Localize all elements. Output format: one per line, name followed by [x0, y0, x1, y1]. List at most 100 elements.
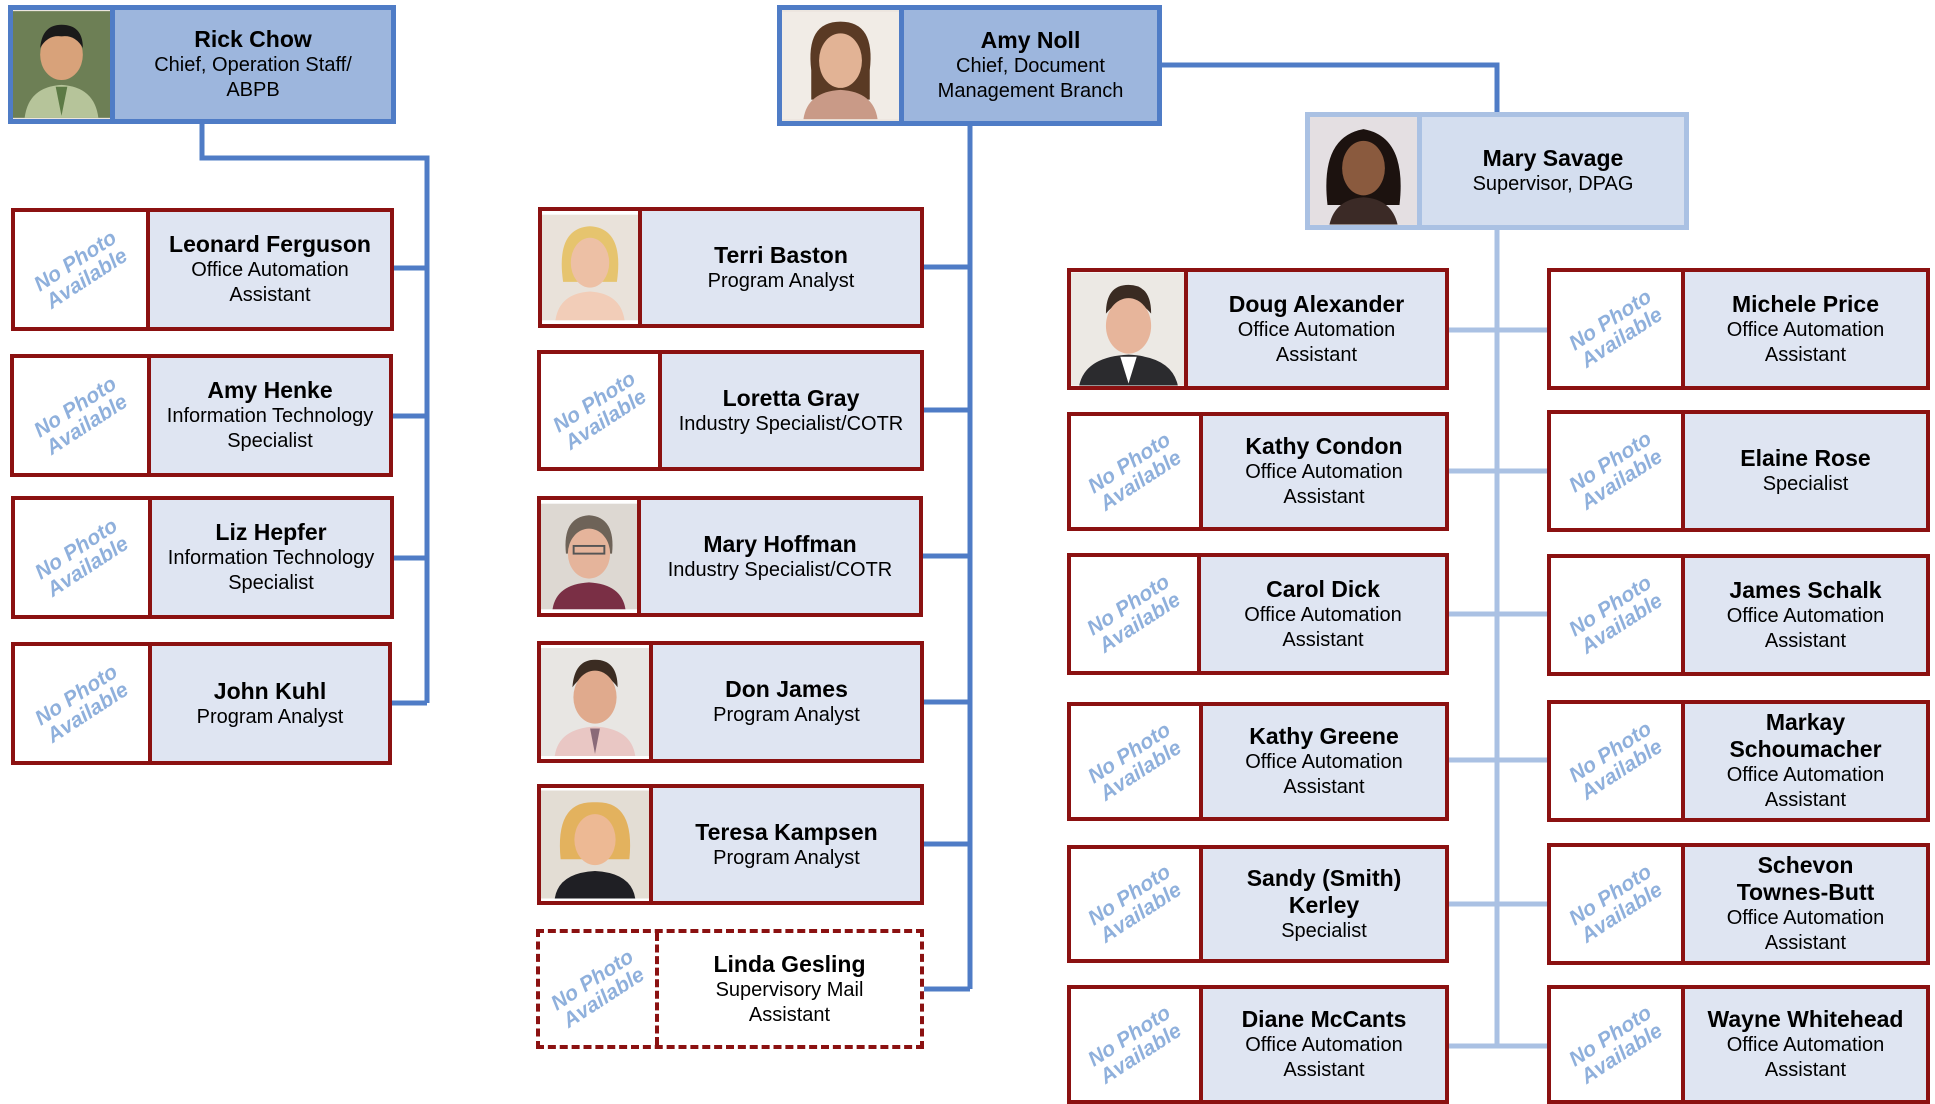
person-title: Office Automation Assistant	[1726, 1034, 1885, 1081]
no-photo-placeholder: No Photo Available	[540, 933, 659, 1045]
no-photo-placeholder: No Photo Available	[15, 212, 150, 327]
person-info: Linda Gesling Supervisory Mail Assistant	[659, 933, 920, 1045]
portrait-image	[1310, 117, 1417, 225]
person-info: Terri Baston Program Analyst	[642, 211, 920, 324]
person-info: Kathy Greene Office Automation Assistant	[1203, 706, 1445, 817]
person-title: Office Automation Assistant	[1244, 603, 1402, 651]
person-name: Sandy (Smith) Kerley	[1246, 864, 1402, 918]
no-photo-label: No Photo Available	[1564, 860, 1667, 948]
person-name: Liz Hepfer	[215, 519, 327, 545]
no-photo-label: No Photo Available	[30, 513, 133, 602]
person-photo	[541, 788, 653, 901]
person-title: Program Analyst	[196, 705, 344, 728]
amy-to-supervisor-line	[1160, 62, 1500, 112]
no-photo-placeholder: No Photo Available	[1551, 989, 1685, 1100]
person-info: Leonard Ferguson Office Automation Assis…	[150, 212, 390, 327]
person-name: Terri Baston	[714, 241, 848, 268]
person-card: No Photo Available Loretta Gray Industry…	[537, 350, 924, 471]
person-title: Office Automation Assistant	[1726, 318, 1885, 366]
person-info: Mary Savage Supervisor, DPAG	[1422, 117, 1684, 225]
person-photo	[1071, 272, 1188, 386]
person-name: Mary Savage	[1482, 145, 1624, 171]
person-photo	[782, 10, 904, 121]
rick-trunk-line	[199, 124, 430, 703]
person-title: Chief, Operation Staff/ ABPB	[154, 54, 352, 101]
person-name: Diane McCants	[1241, 1006, 1407, 1032]
person-info: Teresa Kampsen Program Analyst	[653, 788, 920, 901]
person-info: John Kuhl Program Analyst	[152, 646, 388, 761]
person-info: Loretta Gray Industry Specialist/COTR	[662, 354, 920, 467]
no-photo-label: No Photo Available	[546, 945, 649, 1033]
person-title: Chief, Document Management Branch	[937, 55, 1124, 102]
person-name: Amy Noll	[980, 27, 1081, 53]
person-title: Office Automation Assistant	[1726, 764, 1885, 811]
person-name: Amy Henke	[207, 377, 333, 403]
person-info: Kathy Condon Office Automation Assistant	[1203, 416, 1445, 527]
no-photo-label: No Photo Available	[1564, 717, 1667, 805]
no-photo-label: No Photo Available	[29, 371, 132, 460]
no-photo-label: No Photo Available	[1564, 427, 1667, 515]
person-name: Teresa Kampsen	[695, 818, 878, 845]
no-photo-label: No Photo Available	[1083, 860, 1186, 948]
no-photo-placeholder: No Photo Available	[1071, 849, 1203, 959]
person-title: Program Analyst	[713, 846, 860, 869]
no-photo-placeholder: No Photo Available	[15, 646, 152, 761]
person-card: No Photo Available John Kuhl Program Ana…	[11, 642, 392, 765]
person-card: No Photo Available Liz Hepfer Informatio…	[11, 496, 394, 619]
person-info: Sandy (Smith) Kerley Specialist	[1203, 849, 1445, 959]
person-info: Michele Price Office Automation Assistan…	[1685, 272, 1926, 386]
person-info: Schevon Townes-Butt Office Automation As…	[1685, 847, 1926, 961]
person-photo	[542, 211, 642, 324]
person-name: Loretta Gray	[722, 384, 860, 411]
no-photo-label: No Photo Available	[1564, 571, 1667, 659]
person-card: No Photo Available Markay Schoumacher Of…	[1547, 700, 1930, 822]
person-name: Schevon Townes-Butt	[1736, 852, 1875, 905]
person-card-mary-savage: Mary Savage Supervisor, DPAG	[1305, 112, 1689, 230]
person-card: Don James Program Analyst	[537, 641, 924, 763]
no-photo-label: No Photo Available	[1083, 717, 1186, 806]
portrait-image	[782, 11, 899, 120]
person-title: Office Automation Assistant	[1237, 318, 1396, 366]
no-photo-label: No Photo Available	[30, 659, 133, 748]
no-photo-label: No Photo Available	[1564, 1000, 1667, 1089]
person-info: Don James Program Analyst	[653, 645, 920, 759]
no-photo-placeholder: No Photo Available	[1551, 558, 1685, 672]
person-card-rick-chow: Rick Chow Chief, Operation Staff/ ABPB	[8, 5, 396, 124]
person-card: Doug Alexander Office Automation Assista…	[1067, 268, 1449, 390]
person-name: Linda Gesling	[713, 950, 866, 977]
person-photo	[13, 10, 115, 119]
person-photo	[541, 500, 641, 613]
no-photo-label: No Photo Available	[1082, 570, 1185, 658]
no-photo-placeholder: No Photo Available	[1071, 706, 1203, 817]
no-photo-placeholder: No Photo Available	[1071, 989, 1203, 1100]
person-name: Wayne Whitehead	[1707, 1006, 1904, 1032]
person-name: Doug Alexander	[1228, 290, 1405, 317]
person-name: Don James	[725, 676, 848, 702]
no-photo-placeholder: No Photo Available	[14, 358, 151, 473]
person-name: Rick Chow	[194, 26, 312, 52]
person-name: Kathy Greene	[1249, 723, 1399, 749]
person-info: Rick Chow Chief, Operation Staff/ ABPB	[115, 10, 391, 119]
person-title: Program Analyst	[707, 269, 855, 292]
person-name: Mary Hoffman	[703, 530, 857, 557]
portrait-image	[541, 503, 637, 610]
no-photo-placeholder: No Photo Available	[1551, 704, 1685, 818]
person-title: Information Technology Specialist	[166, 405, 374, 452]
person-card: No Photo Available Kathy Condon Office A…	[1067, 412, 1449, 531]
person-card: No Photo Available Michele Price Office …	[1547, 268, 1930, 390]
person-title: Specialist	[1762, 473, 1849, 495]
person-title: Program Analyst	[713, 704, 860, 726]
person-card: No Photo Available Schevon Townes-Butt O…	[1547, 843, 1930, 965]
person-name: Carol Dick	[1266, 575, 1380, 602]
no-photo-placeholder: No Photo Available	[1551, 847, 1685, 961]
person-title: Office Automation Assistant	[1726, 604, 1885, 652]
portrait-image	[541, 790, 649, 899]
person-card: No Photo Available Sandy (Smith) Kerley …	[1067, 845, 1449, 963]
person-card: No Photo Available Leonard Ferguson Offi…	[11, 208, 394, 331]
person-card: No Photo Available Kathy Greene Office A…	[1067, 702, 1449, 821]
person-info: Diane McCants Office Automation Assistan…	[1203, 989, 1445, 1100]
person-card: No Photo Available Diane McCants Office …	[1067, 985, 1449, 1104]
person-title: Specialist	[1281, 919, 1367, 942]
person-info: Mary Hoffman Industry Specialist/COTR	[641, 500, 919, 613]
